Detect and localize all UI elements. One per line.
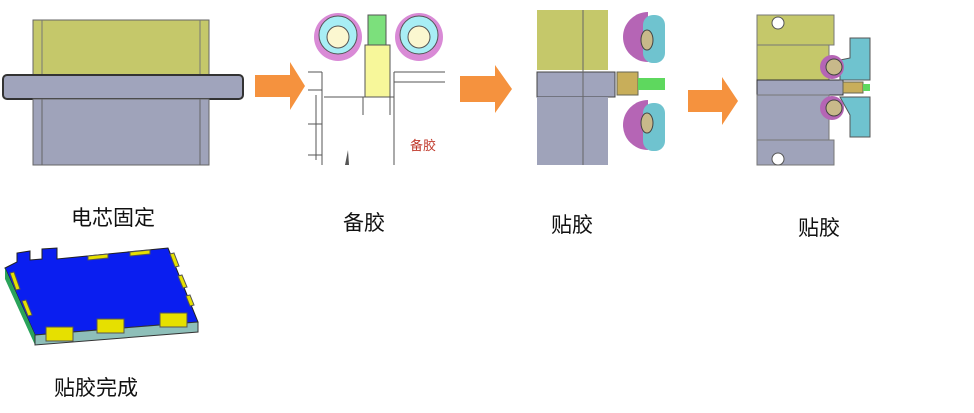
step3-label: 贴胶	[551, 213, 593, 237]
step3-glue-apply-image	[536, 10, 665, 165]
step2-glue-prep-image	[308, 13, 445, 165]
arrow-icon	[460, 65, 512, 113]
step1-label: 电芯固定	[71, 206, 155, 230]
arrow-icon	[688, 77, 738, 125]
step4-label: 贴胶	[798, 216, 840, 240]
arrow-icon	[255, 62, 305, 110]
glue-prep-inline-label: 备胶	[410, 139, 437, 154]
result-label: 贴胶完成	[54, 376, 138, 400]
step4-glue-apply-image	[756, 14, 871, 166]
step1-cell-fixing-image	[2, 19, 244, 166]
finished-battery-image	[4, 247, 199, 346]
step2-label: 备胶	[343, 211, 385, 235]
